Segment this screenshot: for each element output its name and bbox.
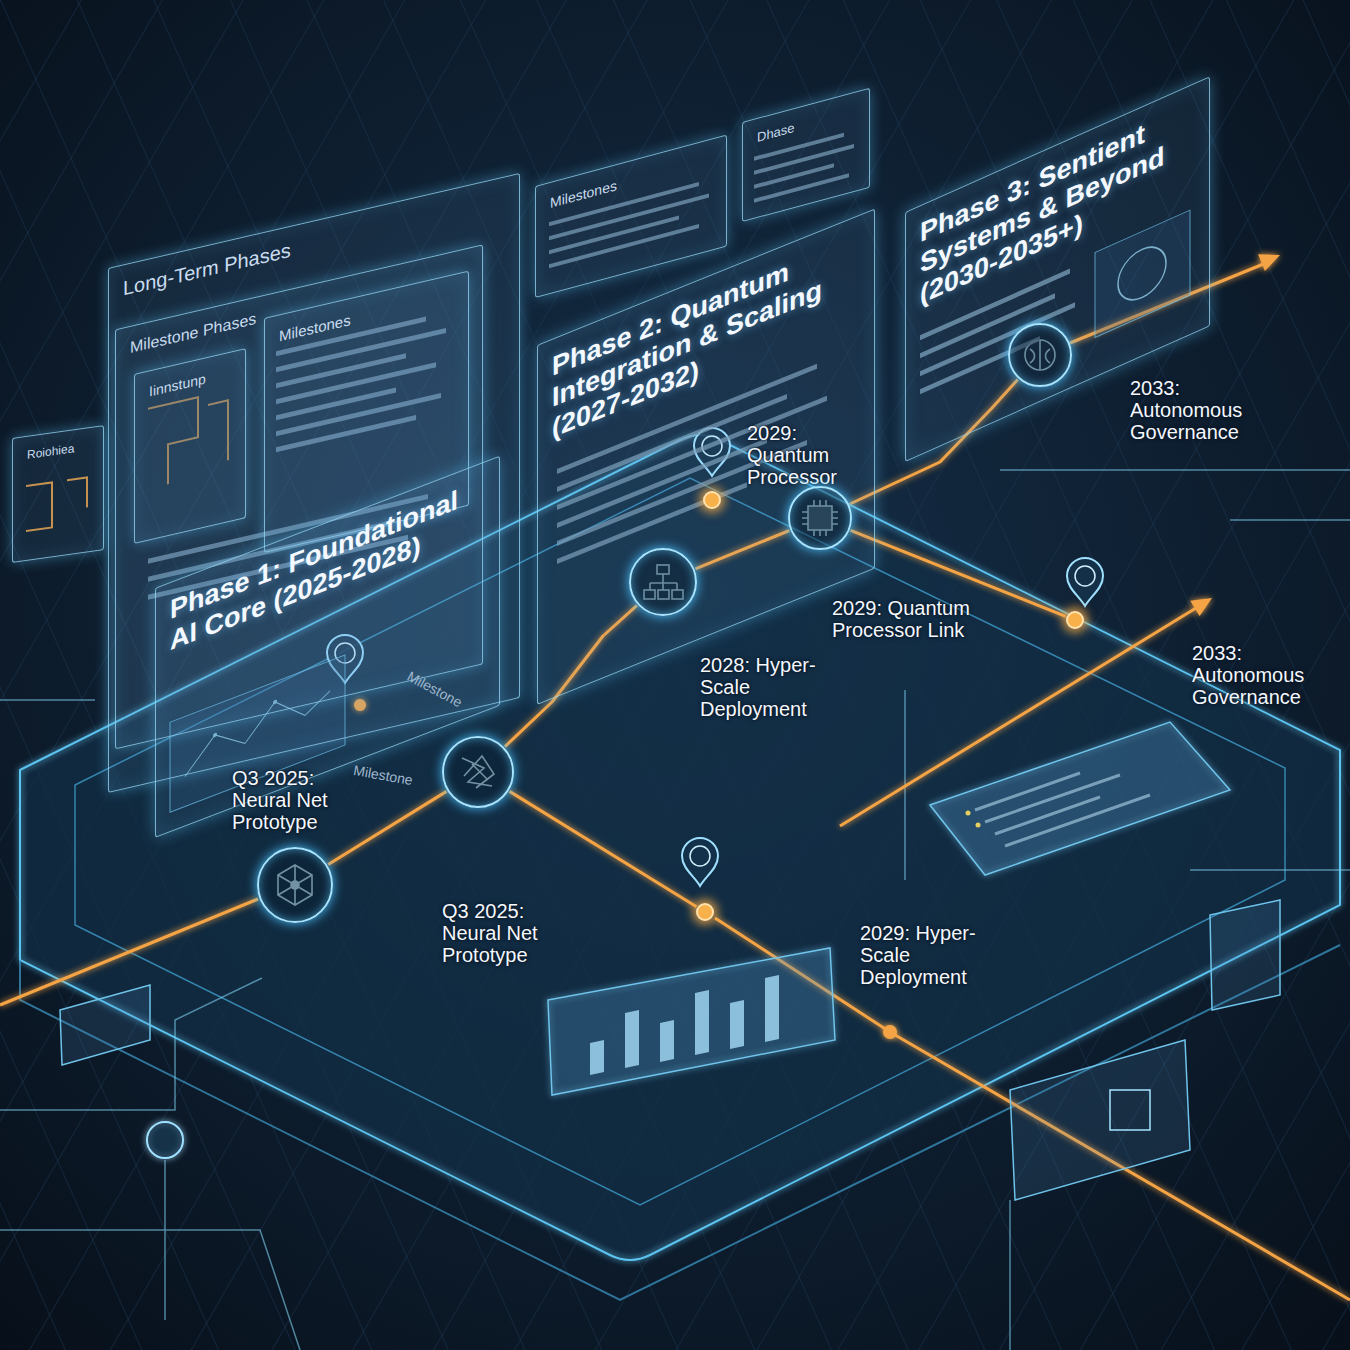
milestone-node: 2033: Autonomous Governance [1008,323,1072,387]
code-screen [930,722,1230,875]
milestone-node: Q3 2025: Neural Net Prototype [257,847,333,923]
panel-title: Iinnstunp [149,365,231,400]
connector-line [510,791,697,906]
milestone-label: 2033: Autonomous Governance [1130,377,1255,443]
panel-title: Roiohiea [27,440,89,463]
milestone-node: Q3 2025: Neural Net Prototype [442,736,514,808]
sub-panel: Iinnstunp [134,348,246,544]
milestone-label: Q3 2025: Neural Net Prototype [232,767,344,833]
bar-chart-screen [548,948,835,1095]
circuit-lines [0,470,1350,1350]
milestone-label: 2029: Quantum Processor [747,422,847,488]
circuit-node [147,1122,183,1158]
milestone-dot: 2033: Autonomous Governance [1066,611,1084,629]
milestone-dot: 2029: Hyper-Scale Deployment [696,903,714,921]
milestone-label: 2029: Quantum Processor Link [832,597,982,641]
platform [20,435,1340,1300]
window-panel: Roiohiea [12,425,104,563]
milestone-node: 2028: Hyper-Scale Deployment [629,548,697,616]
milestone-label: 2028: Hyper-Scale Deployment [700,654,825,720]
milestone-node: 2029: Quantum Processor Link [788,486,852,550]
connector-line [328,791,446,864]
milestone-dot: 2029: Quantum Processor [703,491,721,509]
milestone-label: 2033: Autonomous Governance [1192,642,1317,708]
milestone-label: 2029: Hyper-Scale Deployment [860,922,985,988]
side-screens [60,900,1280,1200]
milestone-label: Q3 2025: Neural Net Prototype [442,900,554,966]
panel-title: Milestones [279,287,454,345]
